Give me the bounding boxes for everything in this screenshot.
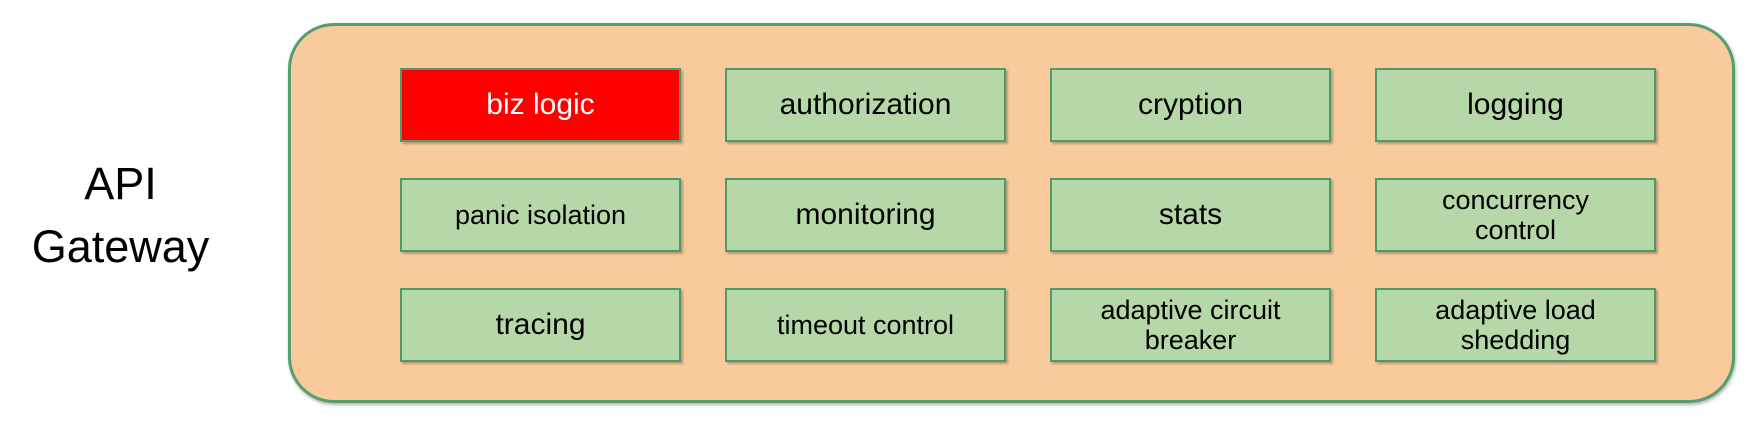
module-biz-logic: biz logic bbox=[400, 68, 681, 142]
module-monitoring: monitoring bbox=[725, 178, 1006, 252]
module-adaptive-circuit-breaker: adaptive circuit breaker bbox=[1050, 288, 1331, 362]
module-adaptive-load-shedding: adaptive load shedding bbox=[1375, 288, 1656, 362]
module-concurrency-control: concurrency control bbox=[1375, 178, 1656, 252]
api-gateway-label-line2: Gateway bbox=[31, 221, 210, 272]
module-panic-isolation: panic isolation bbox=[400, 178, 681, 252]
module-timeout-control: timeout control bbox=[725, 288, 1006, 362]
module-stats: stats bbox=[1050, 178, 1331, 252]
module-tracing: tracing bbox=[400, 288, 681, 362]
api-gateway-label: API Gateway bbox=[8, 152, 233, 278]
module-logging: logging bbox=[1375, 68, 1656, 142]
module-cryption: cryption bbox=[1050, 68, 1331, 142]
api-gateway-label-line1: API bbox=[84, 158, 157, 209]
module-authorization: authorization bbox=[725, 68, 1006, 142]
api-gateway-container: biz logic authorization cryption logging… bbox=[288, 23, 1735, 403]
